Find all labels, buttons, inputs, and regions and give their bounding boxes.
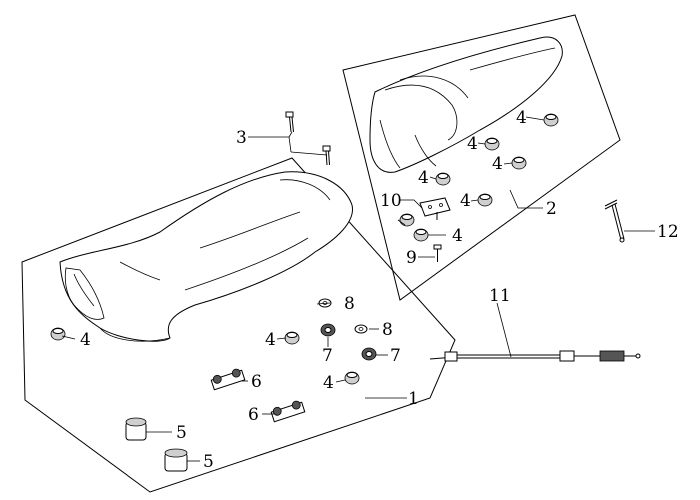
callout-4-h: 4 xyxy=(265,330,276,350)
callout-4-d: 4 xyxy=(418,168,429,188)
callout-12: 12 xyxy=(657,222,679,242)
screw-9 xyxy=(433,244,442,262)
callout-8-b: 8 xyxy=(382,320,393,340)
main-seat-panel-outline xyxy=(21,157,456,493)
callout-8-a: 8 xyxy=(344,294,355,314)
seat-cable-11 xyxy=(429,350,641,362)
rear-seat-panel-outline xyxy=(342,14,621,301)
brackets-6 xyxy=(210,368,306,423)
callout-4-b: 4 xyxy=(467,134,478,154)
nuts-7 xyxy=(320,323,377,361)
latch-plate-10 xyxy=(419,197,451,220)
callout-labels: 1 2 3 4 4 4 4 4 4 4 4 4 4 5 5 6 6 7 7 8 … xyxy=(80,108,679,472)
callout-5-a: 5 xyxy=(176,423,187,443)
callout-4-g: 4 xyxy=(80,330,91,350)
bolts-3 xyxy=(285,111,331,166)
callout-5-b: 5 xyxy=(203,452,214,472)
callout-4-a: 4 xyxy=(516,108,527,128)
callout-3: 3 xyxy=(236,128,247,148)
rubber-blocks-5 xyxy=(125,417,188,472)
callout-10: 10 xyxy=(380,191,402,211)
callout-9: 9 xyxy=(406,248,417,268)
rod-12 xyxy=(604,199,625,243)
rear-seat xyxy=(369,36,563,173)
callout-1: 1 xyxy=(408,389,419,409)
callout-7-b: 7 xyxy=(390,346,401,366)
callout-4-f: 4 xyxy=(452,226,463,246)
callout-11: 11 xyxy=(489,286,511,306)
callout-2: 2 xyxy=(546,199,557,219)
leader-lines xyxy=(61,116,655,462)
washers-8 xyxy=(318,298,368,334)
callout-4-i: 4 xyxy=(323,373,334,393)
callout-7-a: 7 xyxy=(322,346,333,366)
callout-4-e: 4 xyxy=(460,191,471,211)
callout-6-a: 6 xyxy=(251,372,262,392)
callout-4-c: 4 xyxy=(492,154,503,174)
main-seat xyxy=(59,171,353,342)
callout-6-b: 6 xyxy=(248,405,259,425)
